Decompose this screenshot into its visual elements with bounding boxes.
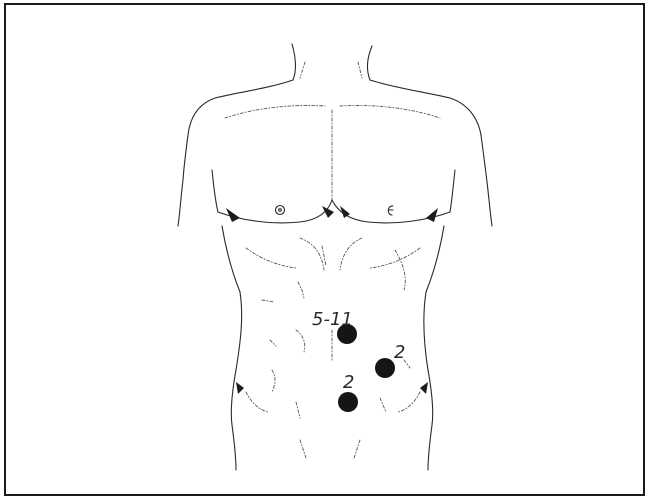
marker-2 xyxy=(375,358,395,378)
neck-outline xyxy=(292,44,372,80)
marker-3 xyxy=(338,392,358,412)
clavicle-outline xyxy=(225,106,440,201)
ribcage-outline xyxy=(222,226,444,292)
marker-3-label: 2 xyxy=(343,372,354,393)
pectoral-outline xyxy=(218,200,450,223)
arm-outline xyxy=(178,170,492,226)
marker-2-label: 2 xyxy=(394,342,405,363)
nipple-marks xyxy=(276,206,394,216)
marker-1-label: 5-11 xyxy=(312,309,353,330)
hip-outline xyxy=(236,382,428,394)
shoulder-outline xyxy=(183,80,487,182)
